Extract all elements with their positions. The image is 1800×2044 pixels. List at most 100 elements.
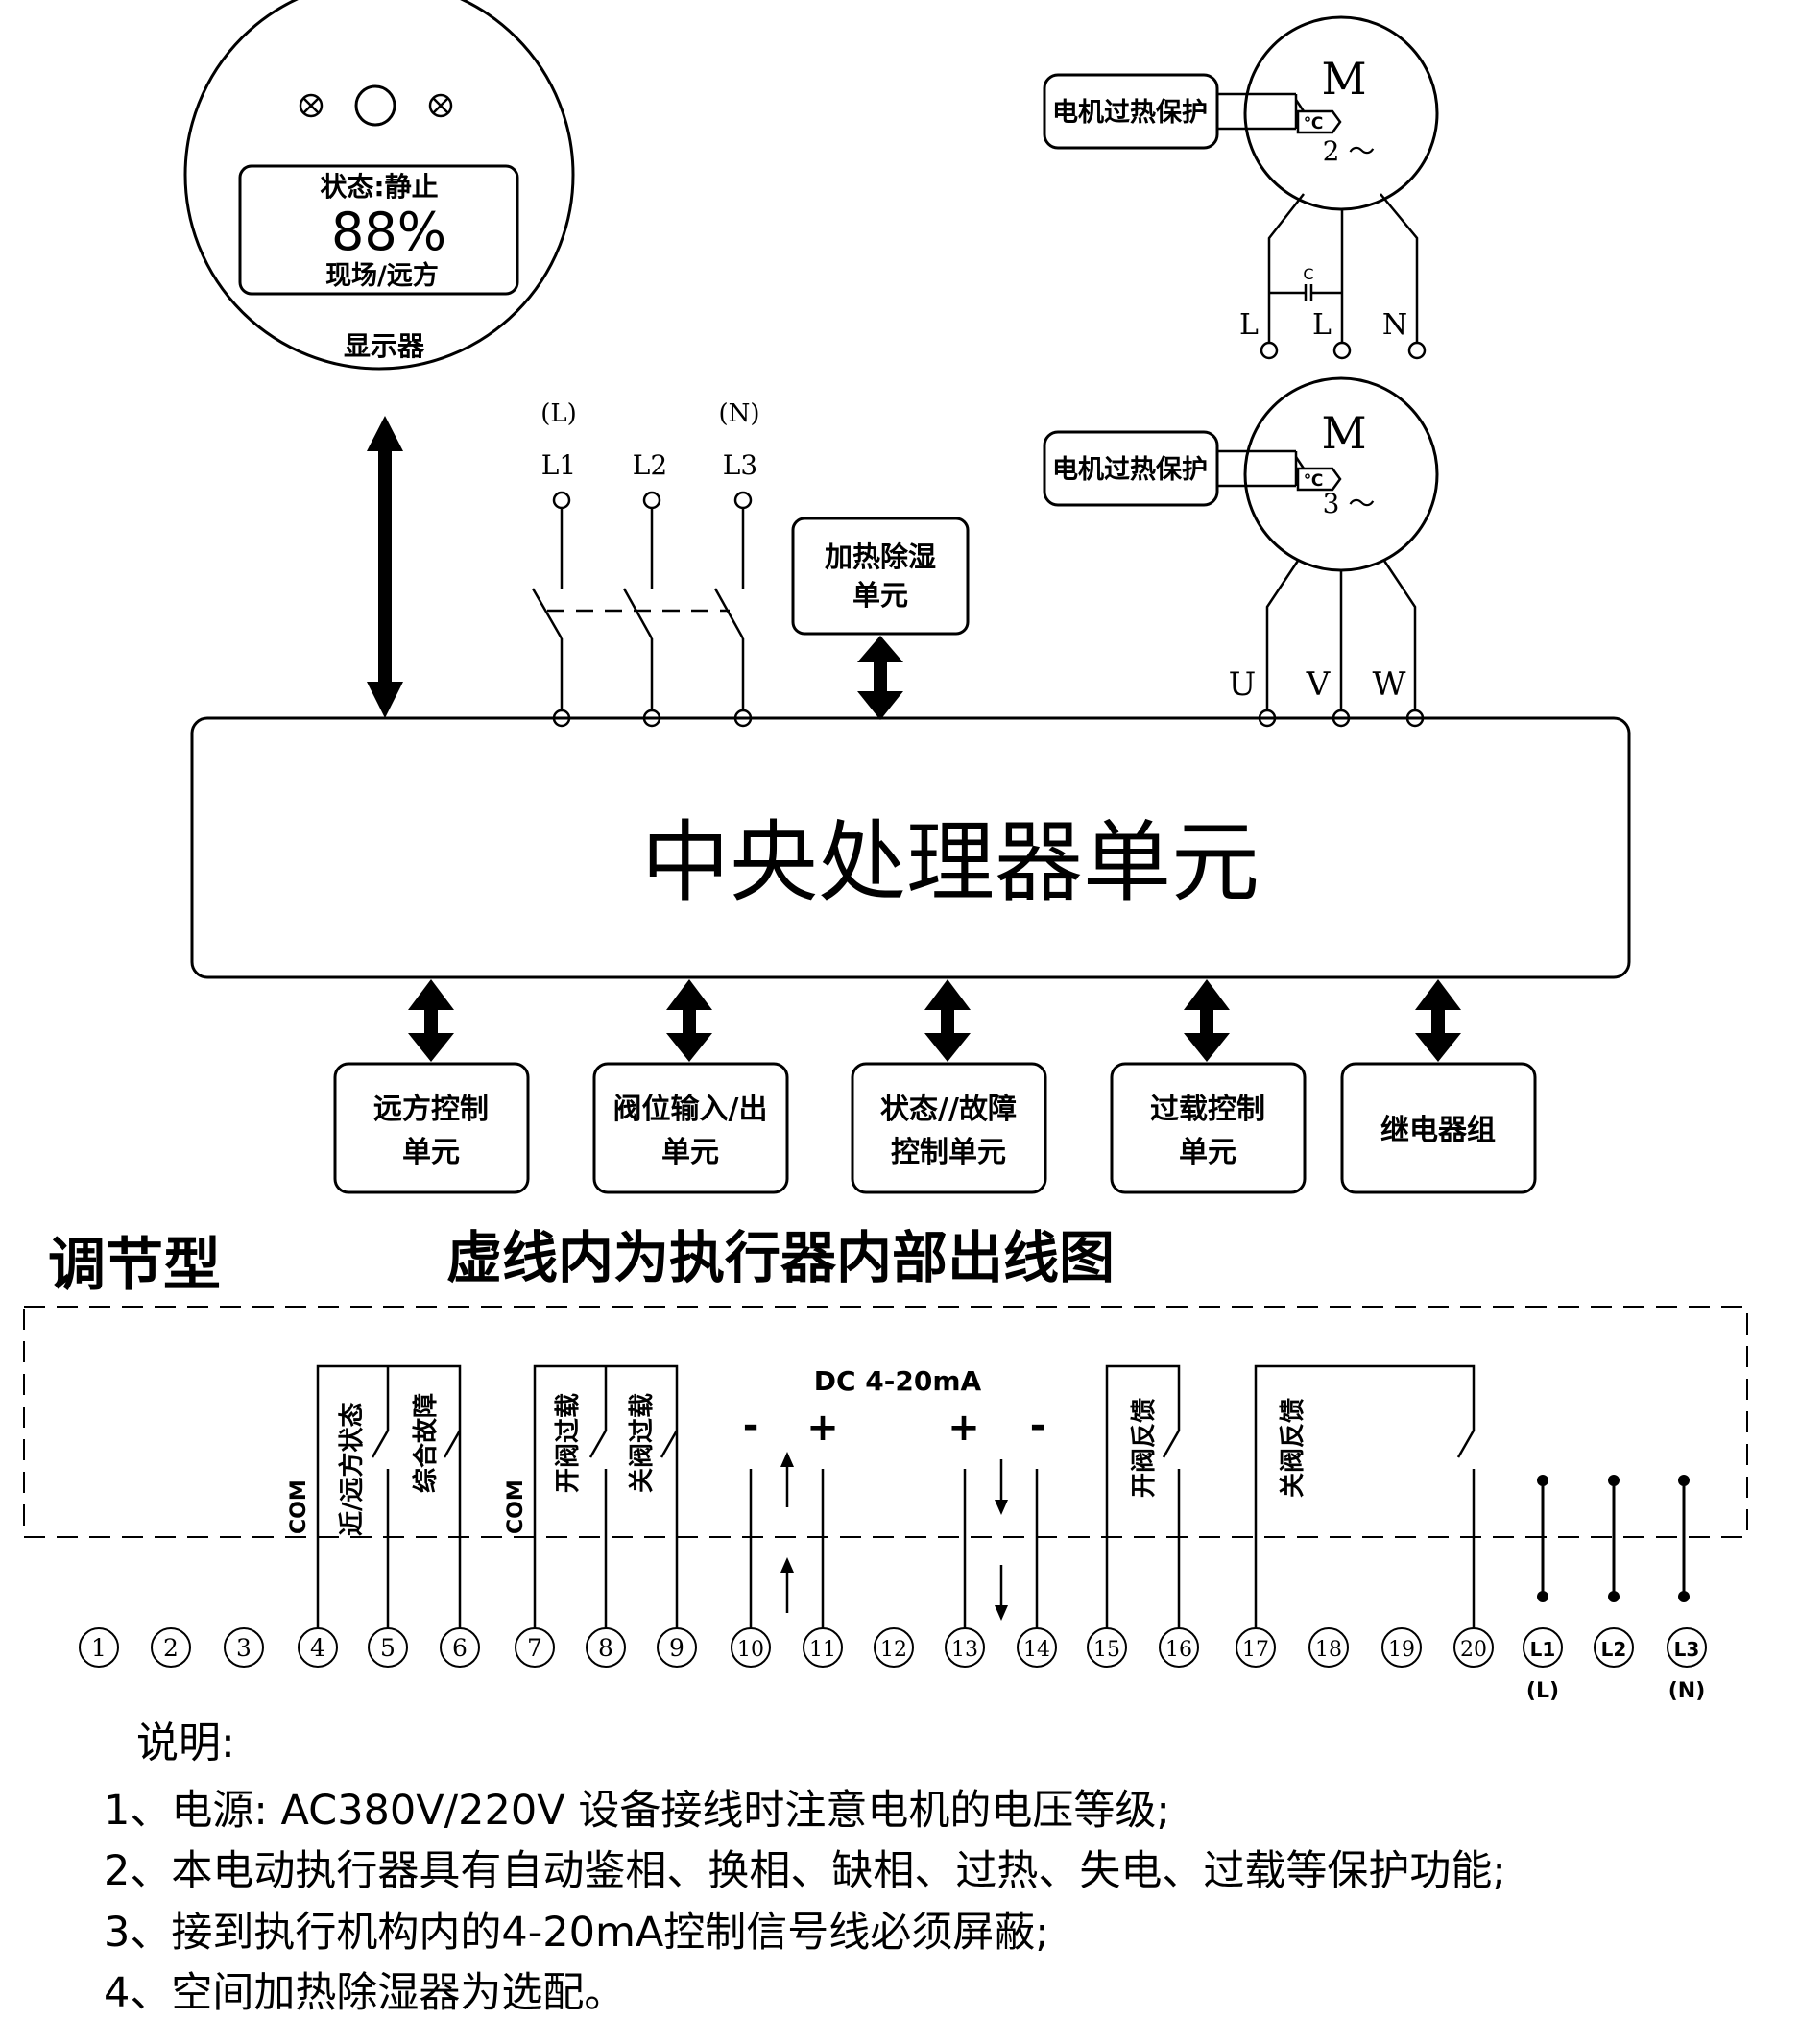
knob-icon [354, 84, 396, 127]
display-cpu-arrow [367, 416, 403, 718]
terminal10-sign: - [743, 1404, 759, 1448]
unit-valve-io: 阀位输入/出 单元 [592, 1062, 789, 1194]
terminal-L1: L1 [1523, 1627, 1563, 1668]
open-feedback-contact [1105, 1364, 1181, 1632]
label-general-fault: 综合故障 [411, 1393, 441, 1493]
terminal-number: L3 [1674, 1638, 1700, 1661]
terminal-15: 15 [1087, 1627, 1127, 1668]
terminal-11: 11 [803, 1627, 843, 1668]
terminal-6: 6 [440, 1627, 480, 1668]
cpu-unit: 中央处理器单元 [190, 716, 1631, 979]
unit-status-line1: 状态//故障 [880, 1093, 1017, 1126]
motor-three-phase: M 3 ～ 电机过热保护 ℃ U V W [1043, 376, 1439, 728]
power-L3-alias: (N) [718, 399, 759, 428]
terminal-number: 19 [1388, 1638, 1415, 1662]
power-terminal-links [1541, 1480, 1686, 1597]
terminal-number: 4 [310, 1634, 325, 1662]
motor1-term-N: N [1382, 308, 1407, 342]
power-L2-label: L2 [633, 449, 667, 481]
motor1-thermal: ℃ [1304, 114, 1324, 133]
motor2-protect-box [1043, 430, 1219, 507]
unit-remote-control: 远方控制 单元 [333, 1062, 530, 1194]
label-open-overload: 开阀过载 [554, 1393, 583, 1493]
heater-unit: 加热除湿 单元 [791, 517, 970, 636]
power-L1-alias: (L) [540, 399, 577, 428]
indicator-led-right [428, 93, 453, 118]
unit-status-fault: 状态//故障 控制单元 [851, 1062, 1047, 1194]
terminal14-sign: - [1030, 1404, 1046, 1448]
terminal-L3-alias: (N) [1668, 1679, 1706, 1703]
display-percent: 88% [331, 202, 446, 262]
indicator-led-left [299, 93, 324, 118]
terminal-number: 16 [1165, 1638, 1192, 1662]
terminal-16: 16 [1159, 1627, 1199, 1668]
terminal-number: 12 [880, 1638, 907, 1662]
power-input: (L) (N) L1 L2 L3 [531, 399, 760, 728]
note-4: 4、空间加热除湿器为选配。 [104, 1969, 625, 2017]
close-feedback-contact [1254, 1364, 1476, 1632]
label-open-feedback: 开阀反馈 [1130, 1398, 1159, 1498]
signal-direction-arrows [780, 1452, 1008, 1621]
unit-valve-line1: 阀位输入/出 [613, 1093, 768, 1126]
notes-heading: 说明: [136, 1719, 235, 1767]
motor-single-phase: M 2 ～ 电机过热保护 ℃ C L L N [1043, 15, 1439, 360]
terminal-number: 1 [91, 1634, 107, 1662]
heater-line1: 加热除湿 [825, 541, 936, 573]
motor1-cap-label: C [1303, 265, 1313, 283]
wiring-type-title: 调节型 [48, 1232, 221, 1299]
motor2-protect-label: 电机过热保护 [1052, 455, 1208, 485]
terminal-4: 4 [298, 1627, 338, 1668]
motor2-phase: 3 ～ [1323, 488, 1376, 519]
terminal-number: 13 [951, 1638, 978, 1662]
unit-overload: 过载控制 单元 [1110, 1062, 1307, 1194]
terminal-number: L2 [1601, 1638, 1627, 1661]
terminal-number: 18 [1315, 1638, 1342, 1662]
com-label-1: COM [287, 1479, 311, 1534]
dc-signal-wires [749, 1459, 1039, 1632]
motor1-term-L1: L [1239, 308, 1259, 342]
terminal-8: 8 [586, 1627, 626, 1668]
wiring-main-title: 虚线内为执行器内部出线图 [446, 1225, 1115, 1290]
terminal-number: 20 [1460, 1638, 1487, 1662]
unit-overload-line1: 过载控制 [1150, 1093, 1265, 1126]
terminal-number: 6 [452, 1634, 468, 1662]
note-3: 3、接到执行机构内的4-20mA控制信号线必须屏蔽; [104, 1909, 1049, 1957]
power-L3-label: L3 [723, 449, 757, 481]
motor2-term-V: V [1306, 665, 1332, 704]
motor1-phase: 2 ～ [1323, 135, 1376, 167]
unit-relay-line1: 继电器组 [1380, 1114, 1496, 1147]
terminal-18: 18 [1308, 1627, 1349, 1668]
terminal-20: 20 [1453, 1627, 1494, 1668]
unit-relay-group: 继电器组 [1340, 1062, 1537, 1194]
motor1-protect-box [1043, 73, 1219, 150]
terminal-number: 11 [809, 1638, 836, 1662]
motor1-letter: M [1321, 53, 1366, 105]
label-close-feedback: 关阀反馈 [1279, 1398, 1308, 1498]
motor1-term-L2: L [1312, 308, 1332, 342]
cpu-label: 中央处理器单元 [641, 811, 1260, 914]
unit-overload-line2: 单元 [1179, 1136, 1236, 1169]
com-label-2: COM [504, 1479, 528, 1534]
unit-remote-line2: 单元 [402, 1136, 460, 1169]
terminal-L3: L3 [1667, 1627, 1707, 1668]
motor1-protect-label: 电机过热保护 [1052, 98, 1208, 128]
terminal-number: 17 [1242, 1638, 1269, 1662]
note-2: 2、本电动执行器具有自动鉴相、换相、缺相、过热、失电、过载等保护功能; [104, 1847, 1506, 1895]
terminal-17: 17 [1236, 1627, 1276, 1668]
unit-remote-line1: 远方控制 [373, 1093, 489, 1126]
heater-cpu-arrow [857, 636, 903, 720]
note-1: 1、电源: AC380V/220V 设备接线时注意电机的电压等级; [104, 1787, 1170, 1835]
label-close-overload: 关阀过载 [628, 1393, 657, 1493]
terminal-19: 19 [1381, 1627, 1422, 1668]
terminal-2: 2 [151, 1627, 191, 1668]
terminal-5: 5 [368, 1627, 408, 1668]
terminal-number: 10 [737, 1638, 764, 1662]
terminal-9: 9 [657, 1627, 697, 1668]
motor2-thermal: ℃ [1304, 471, 1324, 491]
terminal-number: 5 [380, 1634, 396, 1662]
terminal-number: 3 [236, 1634, 252, 1662]
contact-group-remote-fault [316, 1364, 462, 1632]
terminal-1: 1 [79, 1627, 119, 1668]
